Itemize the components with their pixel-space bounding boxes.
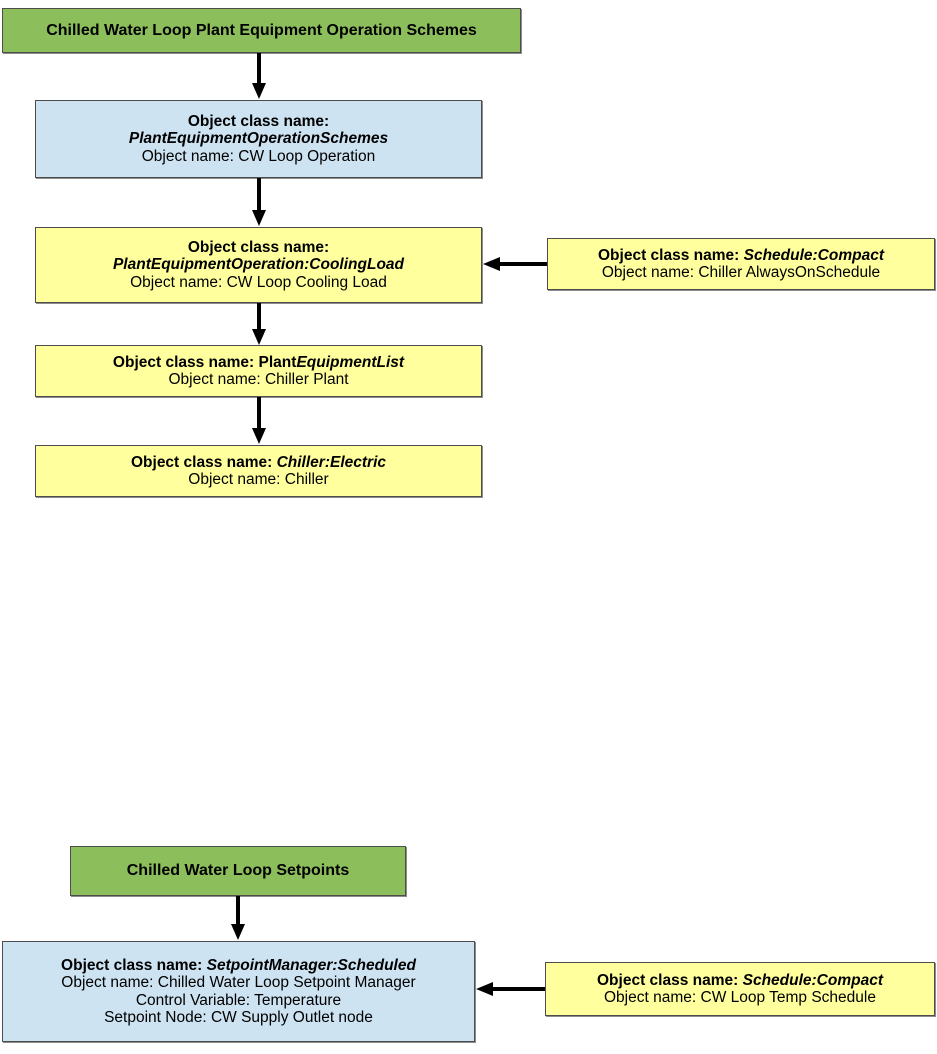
- node1-object-name-value: CW Loop Operation: [238, 147, 376, 165]
- node6-control-variable: Control Variable: Temperature: [136, 992, 341, 1009]
- node2-object-name: Object name: CW Loop Cooling Load: [130, 274, 387, 291]
- node7-object-name-label: Object name:: [604, 989, 697, 1006]
- node3-object-name-value: Chiller Plant: [264, 371, 349, 388]
- node4-class-value: Chiller:Electric: [276, 453, 386, 471]
- node5-class-line: Object class name: Schedule:Compact: [598, 247, 884, 264]
- node3-class-line: Object class name: PlantEquipmentList: [113, 354, 404, 371]
- node4-object-name: Object name: Chiller: [188, 471, 328, 488]
- node5-object-name: Object name: Chiller AlwaysOnSchedule: [602, 264, 880, 281]
- node-chiller-always-on-schedule[interactable]: Object class name: Schedule:Compact Obje…: [547, 238, 935, 290]
- node1-class-label: Object class name:: [187, 112, 330, 130]
- node3-class-label: Object class name:: [112, 353, 255, 371]
- node6-setpoint-node-value: CW Supply Outlet node: [210, 1008, 373, 1026]
- node2-object-name-label: Object name:: [130, 273, 223, 291]
- node3-object-name-label: Object name:: [168, 371, 261, 388]
- node-chiller-electric[interactable]: Object class name: Chiller:Electric Obje…: [35, 445, 482, 497]
- group-header-operation-schemes[interactable]: Chilled Water Loop Plant Equipment Opera…: [2, 8, 521, 53]
- node4-object-name-value: Chiller: [284, 471, 329, 488]
- group-header-operation-schemes-label: Chilled Water Loop Plant Equipment Opera…: [46, 21, 477, 39]
- node2-object-name-value: CW Loop Cooling Load: [226, 273, 387, 291]
- node6-class-line: Object class name: SetpointManager:Sched…: [61, 957, 416, 974]
- node-cw-loop-temp-schedule[interactable]: Object class name: Schedule:Compact Obje…: [545, 962, 935, 1016]
- node5-class-label: Object class name:: [598, 246, 740, 264]
- node5-object-name-value: Chiller AlwaysOnSchedule: [698, 264, 881, 281]
- node6-class-value: SetpointManager:Scheduled: [206, 956, 416, 974]
- node7-class-label: Object class name:: [597, 971, 739, 989]
- node3-object-name: Object name: Chiller Plant: [168, 371, 348, 388]
- node-plant-equipment-operation-schemes[interactable]: Object class name: PlantEquipmentOperati…: [35, 100, 482, 178]
- arrow-header1-to-schemes: [252, 53, 266, 100]
- node5-object-name-label: Object name:: [601, 264, 695, 281]
- node2-class-label: Object class name:: [187, 238, 330, 256]
- node-plant-equipment-list[interactable]: Object class name: PlantEquipmentList Ob…: [35, 345, 482, 397]
- node7-class-line: Object class name: Schedule:Compact: [597, 972, 883, 989]
- node6-object-name: Object name: Chilled Water Loop Setpoint…: [61, 974, 415, 991]
- group-header-setpoints-label: Chilled Water Loop Setpoints: [126, 862, 350, 880]
- arrow-schedule-to-cooling-load: [482, 257, 548, 271]
- node4-object-name-label: Object name:: [188, 471, 281, 488]
- arrow-schemes-to-cooling-load: [252, 178, 266, 227]
- node1-object-name: Object name: CW Loop Operation: [142, 148, 376, 165]
- node6-object-name-value: Chilled Water Loop Setpoint Manager: [157, 974, 416, 992]
- arrow-header2-to-setpoint-manager: [231, 896, 245, 941]
- node7-object-name-value: CW Loop Temp Schedule: [700, 989, 876, 1006]
- node6-class-label: Object class name:: [61, 956, 203, 974]
- node-setpoint-manager-scheduled[interactable]: Object class name: SetpointManager:Sched…: [2, 941, 475, 1042]
- node3-class-value-plain: Plant: [258, 353, 297, 371]
- group-header-setpoints[interactable]: Chilled Water Loop Setpoints: [70, 846, 406, 896]
- node3-class-value-italic: EquipmentList: [296, 353, 405, 371]
- node1-object-name-label: Object name:: [141, 147, 234, 165]
- node2-class-value: PlantEquipmentOperation:CoolingLoad: [112, 256, 405, 274]
- node6-setpoint-node-label: Setpoint Node:: [104, 1008, 207, 1026]
- node6-control-variable-value: Temperature: [254, 991, 342, 1009]
- node6-object-name-label: Object name:: [61, 974, 154, 992]
- node6-setpoint-node: Setpoint Node: CW Supply Outlet node: [104, 1009, 373, 1026]
- node5-class-value: Schedule:Compact: [743, 246, 884, 264]
- arrow-equipment-list-to-chiller: [252, 397, 266, 445]
- node1-class-value: PlantEquipmentOperationSchemes: [128, 130, 389, 148]
- node4-class-label: Object class name:: [130, 453, 273, 471]
- node7-object-name: Object name: CW Loop Temp Schedule: [604, 989, 876, 1006]
- node4-class-line: Object class name: Chiller:Electric: [131, 454, 386, 471]
- node7-class-value: Schedule:Compact: [742, 971, 883, 989]
- node6-control-variable-label: Control Variable:: [135, 991, 251, 1009]
- arrow-cooling-load-to-equipment-list: [252, 303, 266, 346]
- node-plant-equipment-operation-cooling-load[interactable]: Object class name: PlantEquipmentOperati…: [35, 227, 482, 303]
- arrow-temp-schedule-to-setpoint-manager: [475, 982, 547, 996]
